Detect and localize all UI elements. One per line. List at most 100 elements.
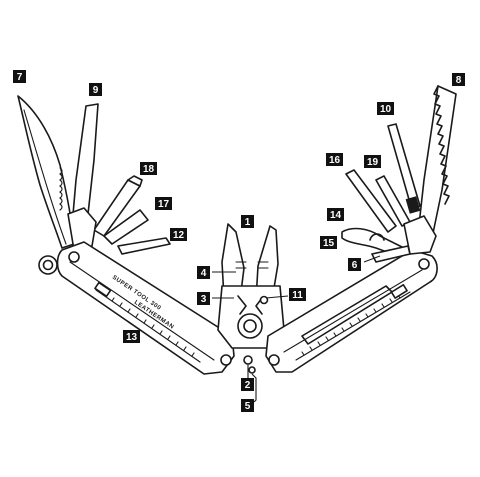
callout-5-label: 5 [245, 401, 251, 412]
left-handle-inner-edge [69, 261, 215, 361]
left-handle-rivet [220, 354, 232, 366]
left-handle-pivot [68, 251, 80, 263]
callout-19-box [364, 155, 381, 168]
callout-3-label: 3 [201, 294, 207, 305]
callout-12-box [170, 228, 187, 241]
leader-11 [265, 295, 289, 299]
callout-1-label: 1 [245, 217, 251, 228]
awl-collar [405, 196, 421, 214]
right-lock-release [390, 283, 408, 299]
callout-9-box [89, 83, 102, 96]
callout-7-label: 7 [17, 72, 23, 83]
callout-15: 15 [320, 236, 337, 249]
callout-1-box [241, 215, 254, 228]
lanyard-ring-inner [42, 259, 54, 271]
right-tools [341, 85, 457, 263]
callout-6: 6 [348, 258, 361, 271]
callout-11-label: 11 [292, 290, 303, 301]
left-handle-ruler [95, 289, 201, 363]
callout-8-box [452, 73, 465, 86]
callout-19: 19 [364, 155, 381, 168]
callout-4-label: 4 [201, 268, 207, 279]
callout-10-label: 10 [380, 104, 392, 115]
callout-13: 13 [123, 330, 140, 343]
callout-4: 4 [197, 266, 210, 279]
callout-2: 2 [241, 378, 254, 391]
screwdriver-small [117, 237, 171, 255]
callout-5-box [241, 399, 254, 412]
callout-12: 12 [170, 228, 187, 241]
callout-6-label: 6 [352, 260, 358, 271]
pliers-head [217, 223, 285, 349]
wire-cutter-notch [237, 295, 247, 315]
callout-19-label: 19 [367, 157, 379, 168]
leader-5 [251, 373, 257, 403]
right-handle-pivot [418, 258, 430, 270]
left-handle-body [56, 241, 235, 375]
callout-6-box [348, 258, 361, 271]
right-handle-body [265, 249, 438, 373]
bottle-opener-hook [369, 233, 385, 241]
callout-8: 8 [452, 73, 465, 86]
callout-3-box [197, 292, 210, 305]
knife-edge-line [23, 109, 67, 245]
callout-10-box [377, 102, 394, 115]
callout-4-box [197, 266, 210, 279]
callout-7-box [13, 70, 26, 83]
callout-18-label: 18 [143, 164, 155, 175]
wire-stripper-hole [259, 295, 269, 305]
right-handle-inner-edge [283, 269, 423, 353]
callout-11: 11 [289, 288, 306, 301]
callout-9-label: 9 [93, 85, 99, 96]
pivot-bolt-inner [243, 319, 257, 333]
serration-line [59, 167, 63, 211]
right-handle-rivet [268, 354, 280, 366]
callout-3: 3 [197, 292, 210, 305]
callout-2-label: 2 [245, 380, 251, 391]
callout-14-box [327, 208, 344, 221]
callout-16: 16 [326, 153, 343, 166]
callout-16-box [326, 153, 343, 166]
callout-18-box [140, 162, 157, 175]
callout-17-box [155, 197, 172, 210]
callout-9: 9 [89, 83, 102, 96]
callout-14-label: 14 [330, 210, 342, 221]
callout-5: 5 [241, 399, 254, 412]
right-handle-ruler [295, 291, 411, 361]
saw-blade [417, 85, 457, 239]
callout-13-box [123, 330, 140, 343]
callout-7: 7 [13, 70, 26, 83]
callout-12-label: 12 [173, 230, 185, 241]
saw-teeth [433, 85, 450, 205]
callout-13-label: 13 [126, 332, 138, 343]
callout-1: 1 [241, 215, 254, 228]
jaw-grip-grooves [235, 261, 269, 269]
awl [387, 123, 421, 211]
center-pivot-2 [243, 355, 253, 365]
callout-8-label: 8 [456, 75, 462, 86]
callout-17: 17 [155, 197, 172, 210]
callout-14: 14 [327, 208, 344, 221]
left-lock-release [94, 281, 112, 298]
callout-17-label: 17 [158, 199, 170, 210]
lanyard-ring-outer [38, 255, 58, 275]
callout-15-box [320, 236, 337, 249]
right-ruler-ticks [301, 294, 401, 356]
callout-2-box [241, 378, 254, 391]
right-handle [243, 249, 438, 374]
left-tools [17, 95, 171, 275]
screwdriver-large [103, 209, 149, 245]
callout-15-label: 15 [323, 238, 335, 249]
center-pivot-5 [248, 366, 256, 374]
file-tip [127, 175, 143, 187]
leader-lines [212, 255, 381, 403]
left-handle: LEATHERMAN SUPER TOOL 300 [56, 241, 235, 375]
bit-driver [345, 169, 397, 233]
left-tool-hinge [67, 207, 97, 251]
callout-11-box [289, 288, 306, 301]
callout-16-label: 16 [329, 155, 341, 166]
leader-6 [363, 255, 381, 263]
